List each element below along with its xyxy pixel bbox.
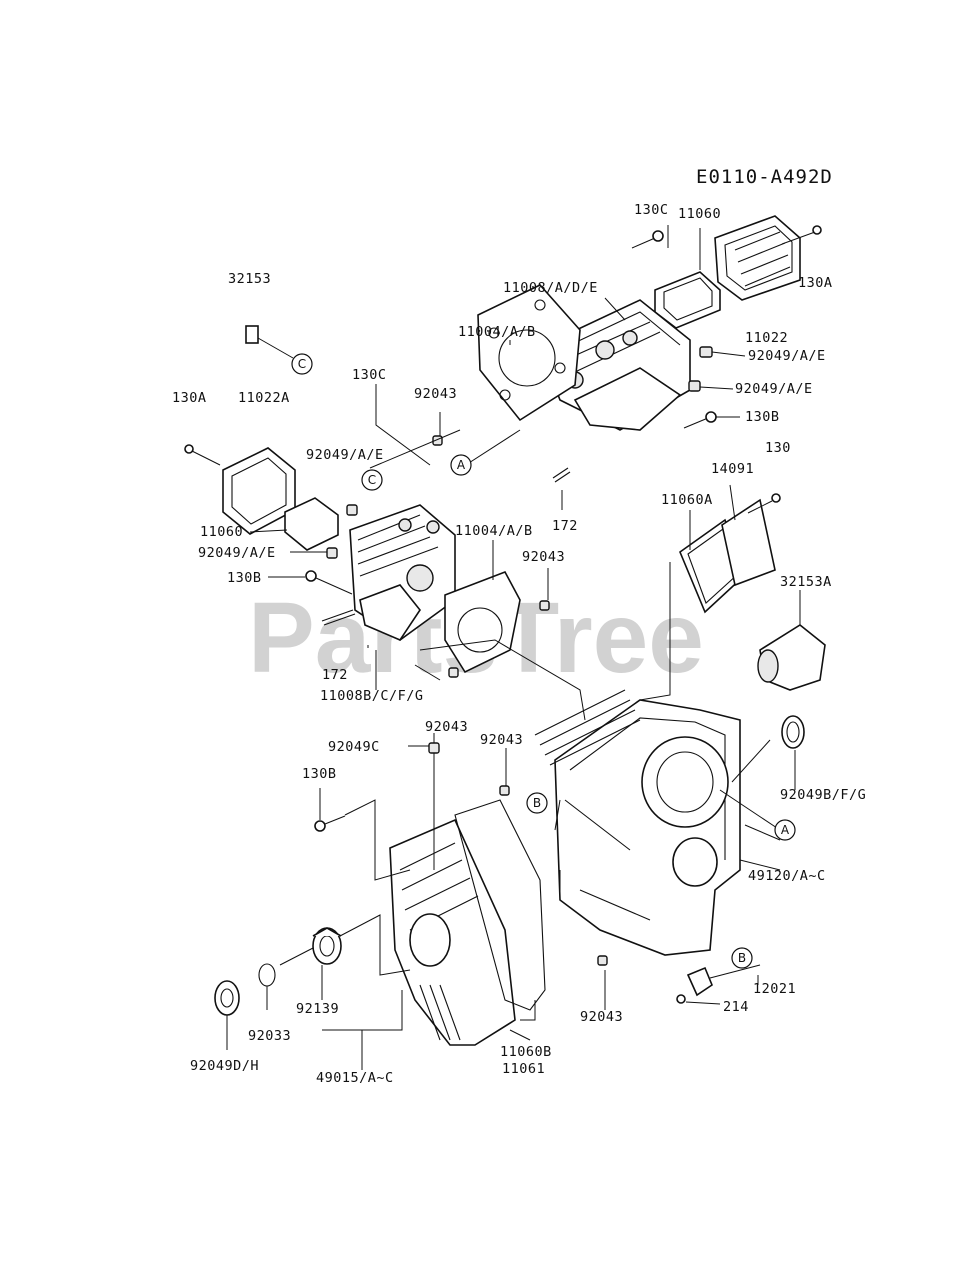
label-92049dh: 92049D/H [190,1058,259,1074]
dowel-92043-c2[interactable] [499,785,510,796]
ref-a-bottom-letter: A [781,823,790,837]
bolt-130c-top[interactable] [631,230,664,249]
label-130b-left: 130B [227,570,262,586]
label-92043-c1: 92043 [425,719,468,735]
leader-lines [226,225,801,1070]
circlip-92033[interactable] [258,963,276,987]
label-130c-top: 130C [634,202,669,218]
label-130b-low: 130B [302,766,337,782]
head-gasket-left[interactable] [444,571,521,674]
ref-b-bottom-letter: B [738,951,746,965]
label-92043-c2: 92043 [480,732,523,748]
label-11060b: 11060B [500,1044,552,1060]
oil-seal-92049dh[interactable] [214,980,240,1016]
label-11022a: 11022A [238,390,290,406]
ref-circle-b-left: B [526,792,548,814]
crankcase-49120[interactable] [534,689,741,956]
label-92049-ae-left: 92049/A/E [306,447,384,463]
label-92049-bfg: 92049B/F/G [780,787,866,803]
breather-cover-14091[interactable] [721,498,776,587]
ref-circle-a-top: A [450,454,472,476]
label-92043-mid: 92043 [522,549,565,565]
bolt-130b-left[interactable] [268,570,353,595]
label-11004-ab-top: 11004/A/B [458,324,536,340]
label-11060-top: 11060 [678,206,721,222]
label-11008-bcfg: 11008B/C/F/G [320,688,424,704]
label-130a-left: 130A [172,390,207,406]
stud-172-bottom[interactable] [321,609,356,626]
label-32153a: 32153A [780,574,832,590]
bolt-130b-right[interactable] [683,411,740,429]
diagram-code: E0110-A492D [696,166,833,188]
label-214: 214 [723,999,749,1015]
label-92049-ae-2: 92049/A/E [735,381,813,397]
bearing-92139[interactable] [312,927,342,965]
gasket-11060-left[interactable] [249,497,339,551]
label-92043-top: 92043 [414,386,457,402]
bolt-130-right[interactable] [747,493,781,514]
label-92049-ae-left2: 92049/A/E [198,545,276,561]
bolt-130a-right[interactable] [781,225,822,245]
stud-172-top[interactable] [552,467,571,483]
clip-32153[interactable] [245,325,294,359]
label-11022: 11022 [745,330,788,346]
duct-32153a[interactable] [757,624,826,691]
nut-92049-ae-2[interactable] [688,380,734,392]
label-92139: 92139 [296,1001,339,1017]
ref-circle-b-bottom: B [731,947,753,969]
label-12021: 12021 [753,981,796,997]
gasket-11060b[interactable] [454,799,546,1011]
label-14091: 14091 [711,461,754,477]
dowel-92043-mid[interactable] [539,600,550,611]
ref-circle-c-mid: C [361,469,383,491]
ref-b-left-letter: B [533,796,541,810]
label-11008-ade: 11008/A/D/E [503,280,598,296]
label-11060a: 11060A [661,492,713,508]
label-11004-ab-mid: 11004/A/B [455,523,533,539]
crankcase-cover-49015[interactable] [389,818,516,1046]
label-92033: 92033 [248,1028,291,1044]
label-130-right: 130 [765,440,791,456]
label-32153: 32153 [228,271,271,287]
label-49015: 49015/A~C [316,1070,394,1086]
ref-circle-a-bottom: A [774,819,796,841]
label-130b-right: 130B [745,409,780,425]
head-gasket-top[interactable] [477,284,581,422]
oil-seal-92049-bfg[interactable] [781,715,805,749]
label-172-bottom: 172 [322,667,348,683]
dowel-92043-bottom[interactable] [597,955,608,966]
bolt-130a-left[interactable] [184,444,221,466]
nut-92049c[interactable] [408,742,440,754]
ref-a-top-letter: A [457,458,466,472]
nut-92049-ae-left[interactable] [346,504,358,516]
ref-c-mid-letter: C [368,473,376,487]
bolt-214[interactable] [676,994,721,1005]
nut-92049-ae-left2[interactable] [290,547,338,559]
cover-12021[interactable] [686,966,713,997]
nut-92049-ae-1[interactable] [699,346,746,358]
gasket-11060-top[interactable] [654,271,721,329]
label-11060-left: 11060 [200,524,243,540]
dowel-92043-mid2[interactable] [448,667,459,678]
label-130a-right: 130A [798,275,833,291]
label-92049-ae-1: 92049/A/E [748,348,826,364]
label-92043-bottom: 92043 [580,1009,623,1025]
label-130c-mid: 130C [352,367,387,383]
bolt-130b-low[interactable] [314,815,346,832]
label-172-top: 172 [552,518,578,534]
ref-circle-c-top: C [291,353,313,375]
label-11061: 11061 [502,1061,545,1077]
rocker-cover-right[interactable] [714,215,801,301]
label-49120: 49120/A~C [748,868,826,884]
label-92049c: 92049C [328,739,380,755]
ref-c-top-letter: C [298,357,306,371]
